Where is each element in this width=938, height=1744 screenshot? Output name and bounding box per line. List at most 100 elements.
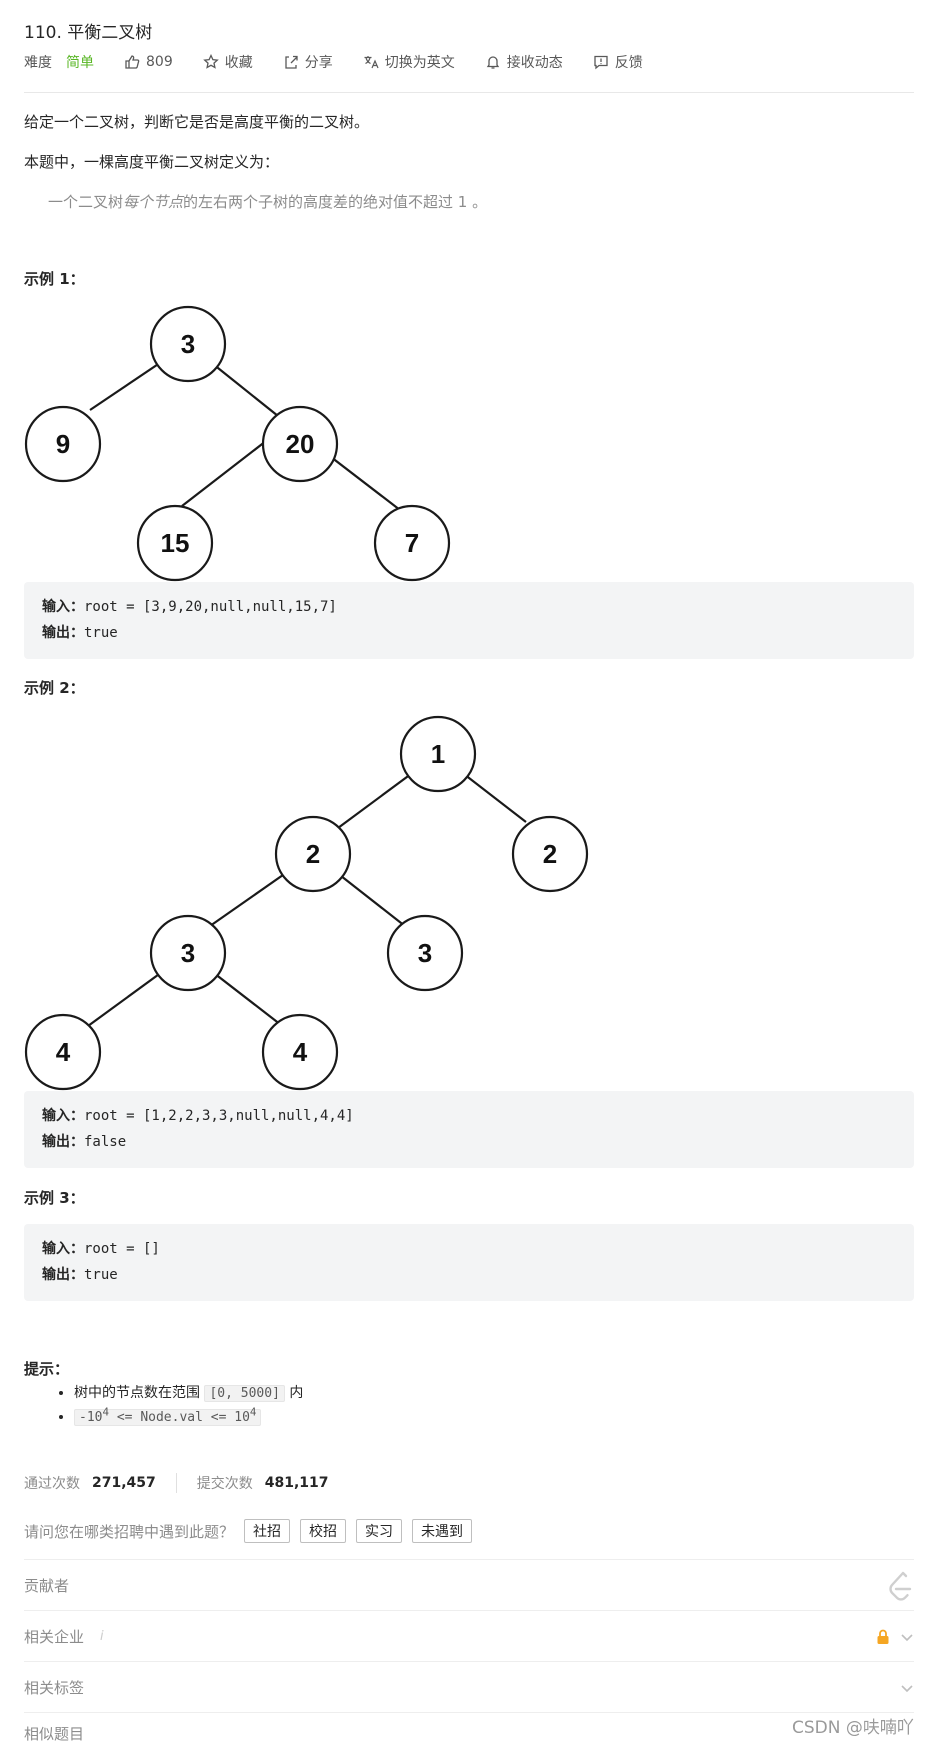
input-value: root = [] — [84, 1241, 160, 1257]
section-title: 相似题目 — [24, 1725, 85, 1743]
thumbs-up-icon — [125, 55, 140, 69]
hint-code-part: <= Node.val <= 10 — [109, 1410, 250, 1426]
tree-node: 2 — [306, 839, 320, 869]
output-value: true — [84, 625, 118, 641]
example-1-output: 输出：true — [42, 622, 118, 642]
tree-node: 20 — [286, 429, 315, 459]
example-3-heading: 示例 3： — [24, 1189, 85, 1207]
section-right — [900, 1681, 914, 1695]
input-value: root = [3,9,20,null,null,15,7] — [84, 599, 337, 615]
favorite-label: 收藏 — [224, 55, 253, 71]
info-icon: i — [100, 1629, 104, 1644]
favorite-button[interactable]: 收藏 — [202, 52, 253, 72]
example-2-input: 输入：root = [1,2,2,3,3,null,null,4,4] — [42, 1105, 354, 1125]
section-title: 贡献者 — [24, 1577, 70, 1595]
share-label: 分享 — [304, 55, 333, 71]
tree-node: 7 — [405, 528, 419, 558]
section-similar[interactable]: 相似题目 — [24, 1712, 914, 1744]
leetcode-logo-icon — [889, 1571, 912, 1601]
input-label: 输入： — [42, 1241, 84, 1257]
tree-node: 15 — [161, 528, 190, 558]
tree-node: 4 — [293, 1037, 308, 1067]
hint-item: -104 <= Node.val <= 104 — [74, 1406, 303, 1427]
example-2-code-block: 输入：root = [1,2,2,3,3,null,null,4,4] 输出：f… — [24, 1091, 914, 1168]
subscribe-label: 接收动态 — [506, 55, 563, 71]
translate-icon — [364, 56, 379, 69]
tree-node: 9 — [56, 429, 70, 459]
switch-language-label: 切换为英文 — [384, 55, 455, 71]
hint-item: 树中的节点数在范围 [0, 5000] 内 — [74, 1382, 303, 1402]
section-companies[interactable]: 相关企业 i — [24, 1610, 914, 1662]
definition-quote: 一个二叉树每个节点的左右两个子树的高度差的绝对值不超过 1 。 — [48, 191, 487, 212]
feedback-label: 反馈 — [614, 55, 643, 71]
example-2-tree-image: 1 2 2 3 3 4 4 — [24, 715, 589, 1091]
section-contributors[interactable]: 贡献者 — [24, 1559, 914, 1611]
recruit-option-campus[interactable]: 校招 — [300, 1519, 347, 1543]
like-count: 809 — [146, 54, 173, 70]
share-button[interactable]: 分享 — [283, 52, 333, 72]
section-title: 相关企业 — [24, 1628, 85, 1646]
example-2-output: 输出：false — [42, 1131, 126, 1151]
hint-exponent: 4 — [102, 1406, 110, 1419]
tree-node: 1 — [431, 739, 445, 769]
example-1-heading: 示例 1： — [24, 270, 85, 288]
hint-code-part: -10 — [79, 1410, 103, 1426]
problem-meta-bar: 难度 简单 809 收藏 分享 切换为英文 接收动态 反馈 — [24, 52, 914, 72]
recruit-option-none[interactable]: 未遇到 — [412, 1519, 473, 1543]
problem-title: 110. 平衡二叉树 — [24, 23, 153, 43]
output-label: 输出： — [42, 1267, 84, 1283]
difficulty-label: 难度 — [24, 55, 52, 71]
recruit-option-social[interactable]: 社招 — [244, 1519, 291, 1543]
share-icon — [285, 55, 298, 69]
example-1-input: 输入：root = [3,9,20,null,null,15,7] — [42, 596, 337, 616]
submission-stats: 通过次数 271,457 提交次数 481,117 — [24, 1473, 329, 1493]
example-3-code-block: 输入：root = [] 输出：true — [24, 1224, 914, 1301]
example-3-output: 输出：true — [42, 1264, 118, 1284]
example-3-input: 输入：root = [] — [42, 1238, 160, 1258]
section-title: 相关标签 — [24, 1679, 85, 1697]
hint-exponent: 4 — [249, 1406, 257, 1419]
input-label: 输入： — [42, 599, 84, 615]
section-right — [876, 1629, 914, 1645]
accepted-label: 通过次数 — [24, 1476, 80, 1492]
bell-icon — [486, 56, 499, 69]
example-1-code-block: 输入：root = [3,9,20,null,null,15,7] 输出：tru… — [24, 582, 914, 659]
recruit-question-text: 请问您在哪类招聘中遇到此题？ — [24, 1522, 235, 1541]
accepted-count: 271,457 — [92, 1475, 156, 1491]
lock-icon — [877, 1629, 889, 1644]
example-2-heading: 示例 2： — [24, 679, 85, 697]
tree-node: 4 — [56, 1037, 71, 1067]
header-divider — [24, 92, 914, 93]
output-label: 输出： — [42, 1134, 84, 1150]
chevron-down-icon — [901, 1633, 913, 1641]
description-paragraph-1: 给定一个二叉树，判断它是否是高度平衡的二叉树。 — [24, 113, 370, 131]
hint-text: 树中的节点数在范围 — [74, 1385, 205, 1401]
quote-text-pre: 一个二叉树 — [48, 193, 124, 211]
tree-node: 3 — [181, 329, 195, 359]
submitted-count: 481,117 — [264, 1475, 329, 1491]
star-icon — [202, 54, 219, 69]
output-value: false — [84, 1134, 127, 1150]
switch-language-button[interactable]: 切换为英文 — [363, 52, 455, 72]
quote-text-post: 的左右两个子树的高度差的绝对值不超过 1 。 — [183, 193, 488, 211]
csdn-watermark: CSDN @呋喃吖 — [792, 1718, 914, 1738]
like-button[interactable]: 809 — [124, 54, 173, 70]
tree-node: 3 — [418, 938, 432, 968]
quote-text-emphasis: 每个节点 — [123, 193, 184, 211]
input-label: 输入： — [42, 1108, 84, 1124]
section-tags[interactable]: 相关标签 — [24, 1661, 914, 1713]
hints-list: 树中的节点数在范围 [0, 5000] 内 -104 <= Node.val <… — [50, 1382, 303, 1429]
recruit-option-intern[interactable]: 实习 — [356, 1519, 403, 1543]
section-right — [886, 1570, 914, 1602]
hint-text: 内 — [284, 1385, 304, 1401]
description-paragraph-2: 本题中，一棵高度平衡二叉树定义为： — [24, 153, 280, 171]
difficulty-badge: 简单 — [66, 55, 94, 71]
hints-heading: 提示： — [24, 1360, 70, 1378]
output-label: 输出： — [42, 625, 84, 641]
subscribe-button[interactable]: 接收动态 — [485, 52, 563, 72]
tree-node: 3 — [181, 938, 195, 968]
tree-node: 2 — [543, 839, 557, 869]
feedback-icon — [594, 55, 608, 70]
feedback-button[interactable]: 反馈 — [593, 52, 643, 72]
hint-code: -104 <= Node.val <= 104 — [74, 1406, 262, 1427]
